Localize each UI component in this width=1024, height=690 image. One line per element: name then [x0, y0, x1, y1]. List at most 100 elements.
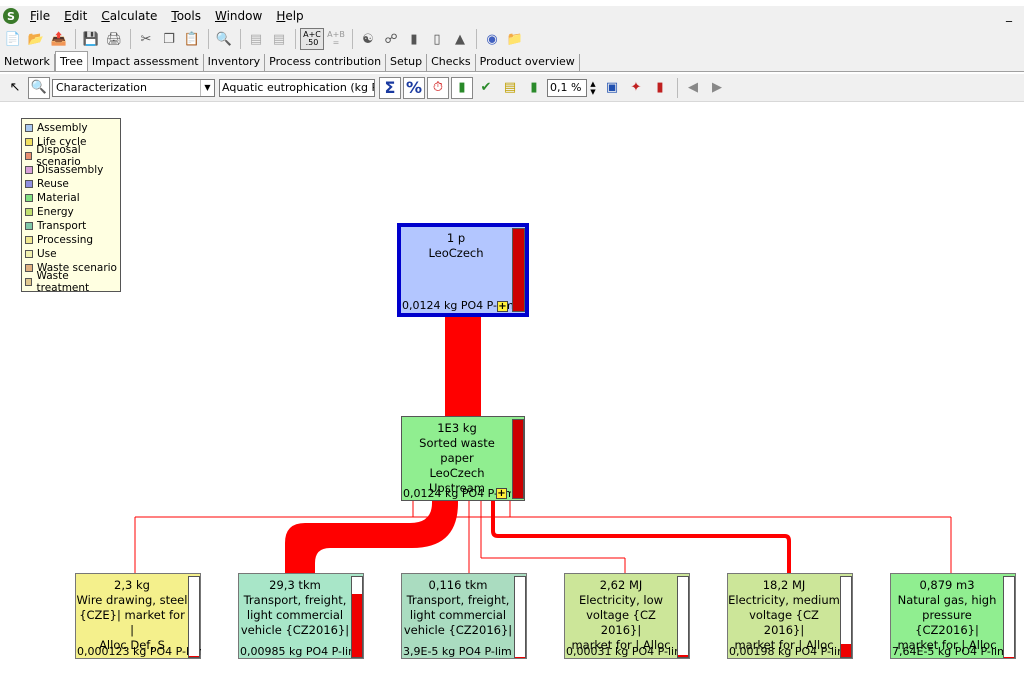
cutoff-field[interactable]: 0,1 %: [547, 78, 587, 97]
print-icon[interactable]: 🖨: [105, 31, 123, 47]
center-icon[interactable]: ✦: [630, 80, 642, 95]
zoom-icon[interactable]: 🔍: [28, 76, 50, 99]
percent-button[interactable]: %: [403, 76, 425, 99]
tab-product-overview[interactable]: Product overview: [476, 54, 580, 71]
analyze-results-button[interactable]: A+B =: [324, 28, 348, 50]
node-name-line: light commercial: [246, 608, 344, 622]
window-minimize-button[interactable]: _: [1006, 8, 1012, 22]
legend-label: Waste scenario: [37, 262, 117, 274]
gauge-icon[interactable]: ⏱: [427, 76, 449, 99]
node-amount: 2,62 MJ: [599, 578, 643, 592]
open-folder-icon[interactable]: 📂: [27, 31, 45, 47]
folder-icon[interactable]: 📁: [506, 31, 524, 47]
sum-button[interactable]: Σ: [379, 76, 401, 99]
legend-item: Transport: [25, 219, 117, 233]
tab-inventory[interactable]: Inventory: [204, 54, 266, 71]
export-icon[interactable]: ▤: [272, 31, 286, 47]
process-node-middle[interactable]: 1E3 kg Sorted waste paper LeoCzech Upstr…: [401, 416, 525, 501]
forward-icon[interactable]: ▶: [712, 80, 722, 95]
flow-lines: [134, 315, 952, 573]
tab-tree[interactable]: Tree: [54, 51, 88, 71]
tab-process-contribution[interactable]: Process contribution: [265, 54, 387, 71]
new-file-icon[interactable]: 📄: [4, 31, 22, 47]
distribution-chart-icon[interactable]: ▲: [455, 31, 465, 47]
copy-icon[interactable]: ❐: [163, 31, 175, 47]
tree-canvas[interactable]: Assembly Life cycle Disposal scenario Di…: [0, 103, 1024, 690]
toolbar-separator: [75, 29, 76, 49]
stacked-chart-icon[interactable]: ▯: [433, 31, 441, 47]
check-icon[interactable]: ✔: [480, 80, 492, 95]
network-icon[interactable]: ☯: [362, 31, 374, 47]
legend-swatch: [25, 138, 33, 146]
database-icon[interactable]: ◉: [486, 31, 498, 47]
tab-network[interactable]: Network: [0, 54, 55, 71]
legend-label: Waste treatment: [36, 270, 90, 294]
legend-item: Reuse: [25, 177, 117, 191]
menu-edit[interactable]: Edit: [64, 9, 88, 23]
compare-bars-icon[interactable]: ▮: [656, 80, 664, 95]
menu-file[interactable]: File: [30, 9, 51, 23]
expand-button[interactable]: +: [497, 301, 508, 312]
legend-item: Processing: [25, 233, 117, 247]
impact-bar: [514, 576, 526, 658]
menu-calculate[interactable]: Calculate: [101, 9, 158, 23]
node-label: 1E3 kg Sorted waste paper LeoCzech Upstr…: [402, 421, 512, 496]
threshold-icon[interactable]: ▮: [530, 80, 538, 95]
node-name-line: market for | Alloc: [734, 638, 834, 652]
node-name: LeoCzech: [428, 246, 484, 260]
menu-window[interactable]: Window: [214, 9, 263, 23]
search-icon[interactable]: 🔍: [215, 31, 233, 47]
legend-item: Assembly: [25, 121, 117, 135]
view-select[interactable]: Characterization ▼: [52, 78, 215, 97]
tab-impact-assessment[interactable]: Impact assessment: [88, 54, 204, 71]
impact-bar: [512, 228, 525, 312]
impact-bar: [512, 419, 524, 499]
save-icon[interactable]: 💾: [82, 31, 100, 47]
node-impact-value: 0,000123 kg PO4 P-lim: [77, 645, 201, 658]
stepper-up-icon[interactable]: ▲: [590, 79, 596, 88]
toolbar-separator: [295, 29, 296, 49]
legend-item: Material: [25, 191, 117, 205]
process-node-top[interactable]: 1 p LeoCzech 0,0124 kg PO4 P-lim +: [397, 223, 529, 317]
impact-bar: [1003, 576, 1015, 658]
impact-category-field[interactable]: Aquatic eutrophication (kg PO4 P-lim): [219, 78, 375, 97]
node-amount: 0,116 tkm: [428, 578, 488, 592]
bars-icon[interactable]: ▮: [451, 76, 473, 99]
chevron-down-icon[interactable]: ▼: [200, 79, 214, 96]
node-label: 1 p LeoCzech: [401, 231, 511, 261]
layers-icon[interactable]: ▤: [503, 80, 517, 95]
window-icon[interactable]: ▣: [605, 80, 619, 95]
cutoff-stepper[interactable]: ▲▼: [587, 77, 599, 99]
impact-bar: [840, 576, 852, 658]
impact-bar-fill: [189, 656, 199, 657]
legend-swatch: [25, 166, 33, 174]
tree-icon[interactable]: ☍: [384, 31, 398, 47]
bar-chart-icon[interactable]: ▮: [410, 31, 418, 47]
impact-bar-fill: [352, 593, 362, 657]
open-project-icon[interactable]: 📤: [50, 31, 68, 47]
back-icon[interactable]: ◀: [688, 80, 698, 95]
menu-tools[interactable]: Tools: [171, 9, 201, 23]
legend-swatch: [25, 194, 33, 202]
menu-help[interactable]: Help: [276, 9, 304, 23]
expand-button[interactable]: +: [496, 488, 507, 499]
compare-results-button[interactable]: A+C .50: [300, 28, 324, 50]
paste-icon[interactable]: 📋: [183, 31, 201, 47]
cut-icon[interactable]: ✂: [140, 31, 152, 47]
import-icon[interactable]: ▤: [249, 31, 263, 47]
legend-swatch: [25, 208, 33, 216]
tab-setup[interactable]: Setup: [386, 54, 428, 71]
tab-checks[interactable]: Checks: [427, 54, 476, 71]
node-name-line: market for | Alloc: [571, 638, 671, 652]
stepper-down-icon[interactable]: ▼: [590, 87, 596, 96]
pointer-icon[interactable]: ↖: [9, 80, 21, 95]
